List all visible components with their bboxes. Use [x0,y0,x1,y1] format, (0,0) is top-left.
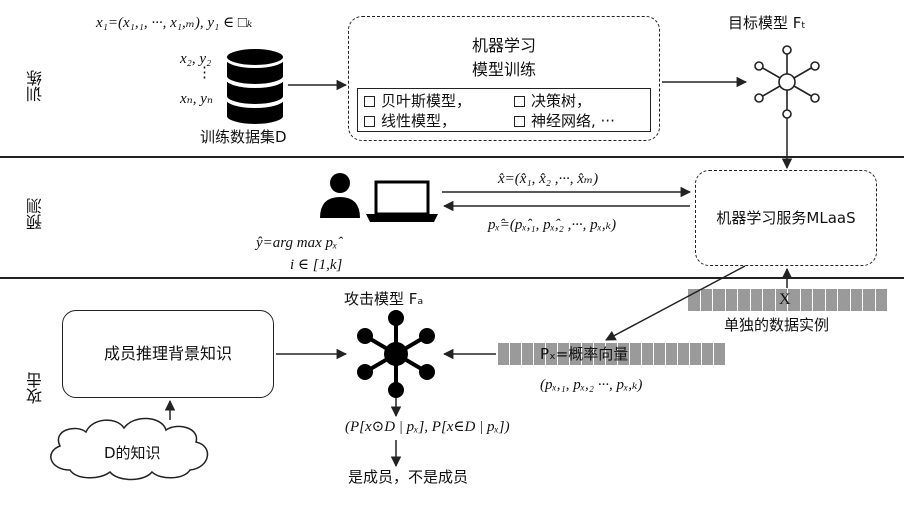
prob-cell [642,343,654,365]
prob-cell [558,343,570,365]
ml-training-box [348,16,660,141]
instance-cell [838,289,851,311]
prob-cell [714,343,726,365]
result-label: 是成员，不是成员 [348,468,469,486]
query-label: x̂=(x̂₁, x̂₂ ,···, x̂ₘ) [498,171,599,187]
argmax-label: ŷ=arg max pₓ̂ [256,235,338,251]
instance-cell [850,289,863,311]
prob-cell [522,343,534,365]
prob-cell [570,343,582,365]
prob-cell [534,343,546,365]
prob-cell [702,343,714,365]
instance-cell [700,289,713,311]
response-label: pₓ̂=(pₓ̂,₁, pₓ̂,₂ ,···, pₓ,ₖ) [488,217,617,233]
instance-cell [763,289,776,311]
model-item-label: 贝叶斯模型， [381,92,472,110]
posterior-label: (P[x⊙D | pₓ], P[x∈D | pₓ]) [345,419,510,435]
instance-cell [875,289,888,311]
prob-cell [498,343,510,365]
prob-cell [546,343,558,365]
prob-tuple-label: (pₓ,₁, pₓ,₂ ···, pₓ,ₖ) [540,377,643,393]
prob-cell [654,343,666,365]
model-item-linear: 线性模型， [364,114,456,129]
prob-cell [606,343,618,365]
instance-cell [688,289,701,311]
argmax-range-label: i ∈ [1,k] [290,257,343,273]
section-label-attack: 攻击 [26,372,45,404]
section-label-train: 训练 [26,70,45,102]
instance-cell [713,289,726,311]
instance-cell [738,289,751,311]
model-item-label: 神经网络, ··· [531,112,615,130]
checkbox-icon [364,96,375,107]
model-list-box [357,88,651,132]
instance-cell [825,289,838,311]
prob-cell [582,343,594,365]
divider-train-predict [0,156,904,158]
prob-cell [510,343,522,365]
sample-xn-label: xₙ, yₙ [180,91,213,107]
prob-cell [666,343,678,365]
ml-training-title-1: 机器学习 [471,36,536,55]
dataset-label: 训练数据集D [200,128,287,146]
instance-cell [788,289,801,311]
ml-training-title-2: 模型训练 [471,60,536,79]
attack-model-label: 攻击模型 Fₐ [344,290,424,308]
target-model-label: 目标模型 Fₜ [728,14,806,32]
checkbox-icon [514,96,525,107]
prob-cell [690,343,702,365]
instance-cell [813,289,826,311]
prob-cell [630,343,642,365]
instance-cell [863,289,876,311]
sample-x2-label: x₂, y₂ [180,51,212,67]
divider-predict-attack [0,277,904,279]
checkbox-icon [514,116,525,127]
checkbox-icon [364,116,375,127]
sample-x1-formula: x₁=(x₁,₁, ···, x₁,ₘ), y₁ ∈ □ₖ [96,15,253,31]
sample-dots: ⋮ [197,65,212,81]
background-knowledge-label: 成员推理背景知识 [103,344,232,363]
instance-cell [750,289,763,311]
model-item-nn: 神经网络, ··· [514,114,615,129]
prob-cell [678,343,690,365]
section-label-predict: 预测 [26,198,45,230]
instance-x-label: X [779,291,791,308]
instance-cell [725,289,738,311]
instance-label: 单独的数据实例 [724,316,830,334]
mlaas-box [695,170,877,266]
knowledge-label: D的知识 [104,444,161,462]
model-item-label: 线性模型， [381,112,457,130]
model-item-tree: 决策树， [514,94,591,109]
instance-cell [800,289,813,311]
instance-cell [775,289,788,311]
prob-cell [618,343,630,365]
prob-cell [594,343,606,365]
model-item-label: 决策树， [531,92,592,110]
mlaas-label: 机器学习服务MLaaS [716,209,856,227]
background-knowledge-box [62,310,274,398]
prob-vector-label: Pₓ=概率向量 [540,345,629,363]
model-item-bayes: 贝叶斯模型， [364,94,471,109]
